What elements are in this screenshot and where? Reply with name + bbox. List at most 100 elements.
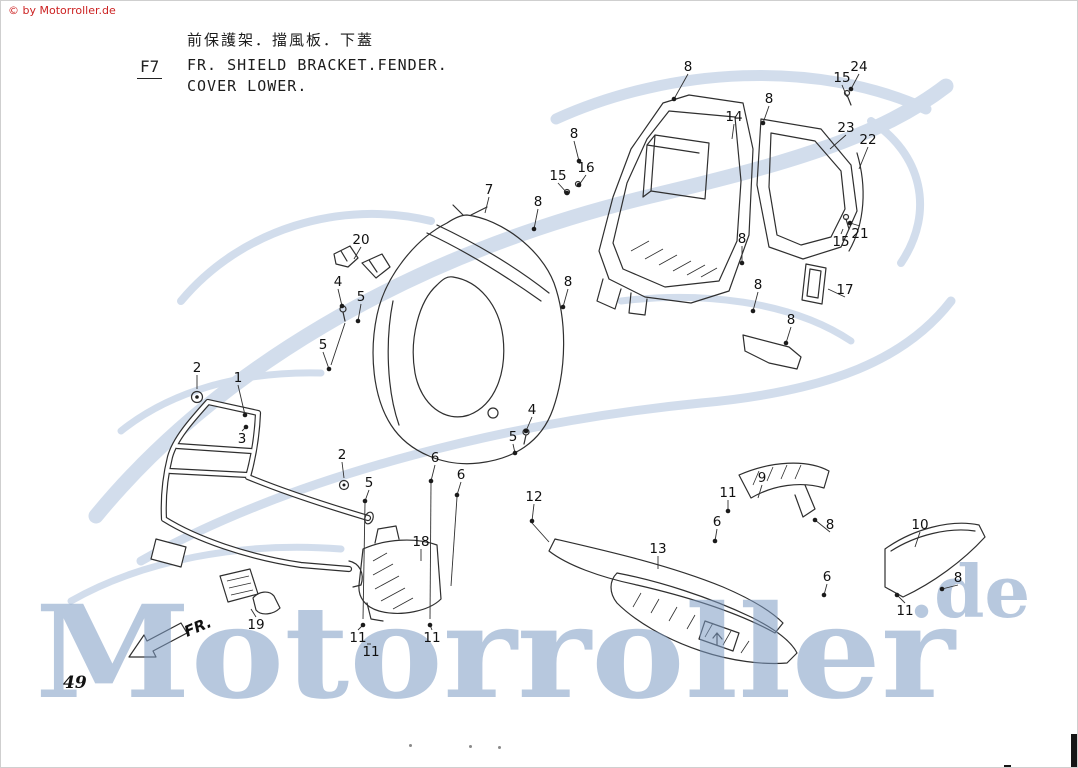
fastener-dot [564,190,570,196]
fastener-dot [326,366,332,372]
part-number-callout: 11 [349,630,366,646]
part-number-callout: 9 [758,470,767,486]
callout-leader-line [237,384,246,416]
part-19-mount-plate [219,568,281,615]
callout-leader-line [573,140,580,162]
fastener-dot [847,220,853,226]
fastener-dot [783,340,789,346]
callout-leader-line [841,84,848,98]
figure-title-line1: FR. SHIELD BRACKET.FENDER. [187,56,448,74]
part-number-callout: 8 [684,59,693,75]
fastener-dot [725,508,731,514]
part-18-front-fender [358,525,442,622]
watermark-brand-text: Motorroller [35,578,957,728]
callout-leader-line [533,208,539,230]
part-number-callout: 7 [485,182,494,198]
part-13-lower-cover [548,538,798,665]
part-number-callout: 16 [577,160,594,176]
callout-leader-line [850,73,860,90]
part-number-callout: 8 [826,517,835,533]
callout-leader-line [858,146,869,170]
fastener-dot [242,412,248,418]
callout-leader-line [673,73,689,100]
part-number-callout: 13 [649,541,666,557]
fastener-dot [355,318,361,324]
callout-leader-line [353,246,362,260]
fastener-dot [531,226,537,232]
callout-leader-line [484,196,490,214]
callout-leader-line [525,416,533,432]
callout-leader-line [562,288,569,308]
part-number-callout: 5 [365,475,374,491]
callout-leader-line [357,303,362,322]
part-20-hook-brackets [333,245,391,279]
callout-leader-line [430,464,436,482]
figure-code: F7 [137,57,163,79]
callout-leader-line [941,584,959,590]
part-number-callout: 11 [719,485,736,501]
part-10-lower-side-cover [884,522,986,598]
callout-leader-line [341,461,345,479]
part-22-panel-edge [848,152,864,252]
part-number-callout: 6 [713,514,722,530]
part-9-side-cover [738,462,830,518]
callout-leader-line [914,531,921,548]
part-number-callout: 10 [911,517,928,533]
callout-leader-line [337,288,343,307]
callout-leader-line [752,291,759,312]
callout-leader-line [814,519,831,533]
fastener-dot [243,424,249,430]
callout-leader-line [757,484,763,499]
part-number-callout: 14 [725,109,742,125]
part-number-callout: 20 [352,232,369,248]
callout-leader-line [840,228,844,235]
part-number-callout: 12 [525,489,542,505]
callout-leader-line [731,123,735,140]
part-number-callout: 8 [534,194,543,210]
fastener-dot [576,182,582,188]
fastener-dot [739,260,745,266]
fastener-dot [760,120,766,126]
part-number-callout: 8 [787,312,796,328]
part-number-callout: 4 [528,402,537,418]
part-number-callout: 15 [549,168,566,184]
fastener-dot [671,96,677,102]
part-7-front-shield [372,204,565,465]
part-number-callout: 8 [954,570,963,586]
scan-artifact-right-edge [1071,734,1077,767]
callout-leader-line [322,351,330,370]
callout-leader-line [531,503,535,522]
part-number-callout: 23 [837,120,854,136]
part-number-callout: 11 [896,603,913,619]
part-number-callout: 6 [431,450,440,466]
fastener-dot [939,586,945,592]
part-number-callout: 15 [832,234,849,250]
fastener-dot [712,538,718,544]
part-number-callout: 22 [859,132,876,148]
part-2-grommets [190,390,350,491]
part-number-callout: 6 [457,467,466,483]
part-number-callout: 6 [823,569,832,585]
fastener-dot [812,517,818,523]
part-number-callout: 21 [851,226,868,242]
part-number-callout: 8 [738,231,747,247]
bolt-drop-lines [330,322,550,620]
part-number-callout: 15 [833,70,850,86]
part-number-callout: 2 [193,360,202,376]
part-number-callout: 24 [850,59,867,75]
fastener-dot [821,592,827,598]
fastener-dot [360,622,366,628]
fastener-dot [339,303,345,309]
part-number-callout: 19 [247,617,264,633]
part-number-callout: 5 [509,429,518,445]
watermark-scooter-art [67,69,956,605]
callout-leader-line [762,105,770,124]
scan-speck-3 [498,746,501,749]
callout-leader-line [250,608,257,618]
fastener-dot [750,308,756,314]
part-number-callout: 5 [319,337,328,353]
part-number-callout: 17 [836,282,853,298]
